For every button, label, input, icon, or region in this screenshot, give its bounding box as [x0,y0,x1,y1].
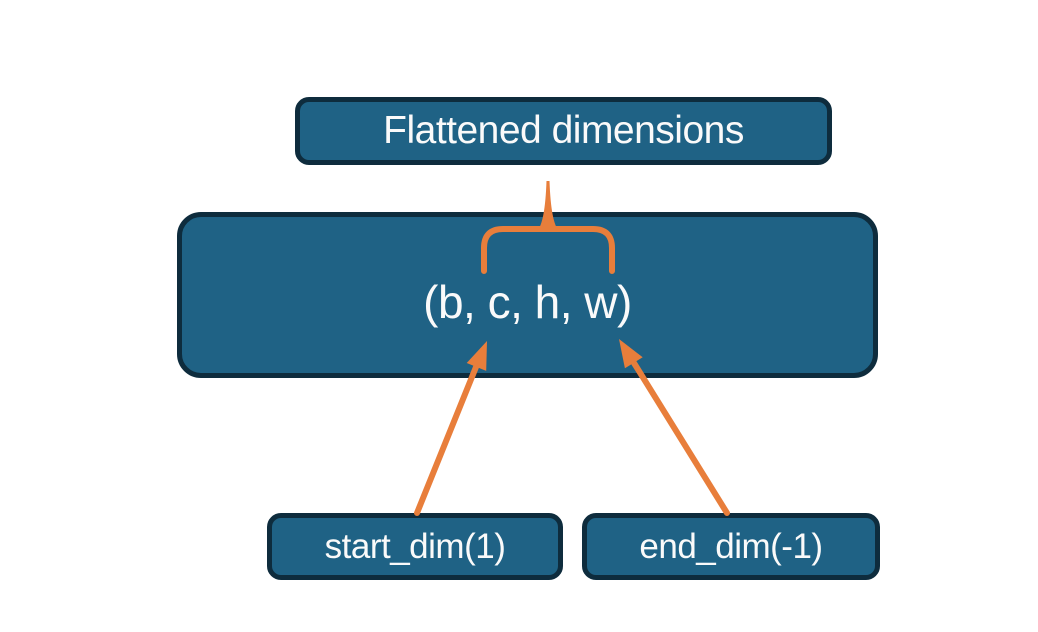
node-tensor-shape-label: (b, c, h, w) [423,276,632,328]
node-flattened-dimensions: Flattened dimensions [295,97,832,165]
node-start-dim: start_dim(1) [267,513,563,580]
node-tensor-shape: (b, c, h, w) [177,212,878,378]
arrow-end-dim-line [631,360,730,516]
node-end-dim-label: end_dim(-1) [639,526,823,566]
node-end-dim: end_dim(-1) [582,513,880,580]
node-start-dim-label: start_dim(1) [324,526,506,566]
node-flattened-dimensions-label: Flattened dimensions [383,109,744,152]
arrow-start-dim-line [414,364,479,516]
